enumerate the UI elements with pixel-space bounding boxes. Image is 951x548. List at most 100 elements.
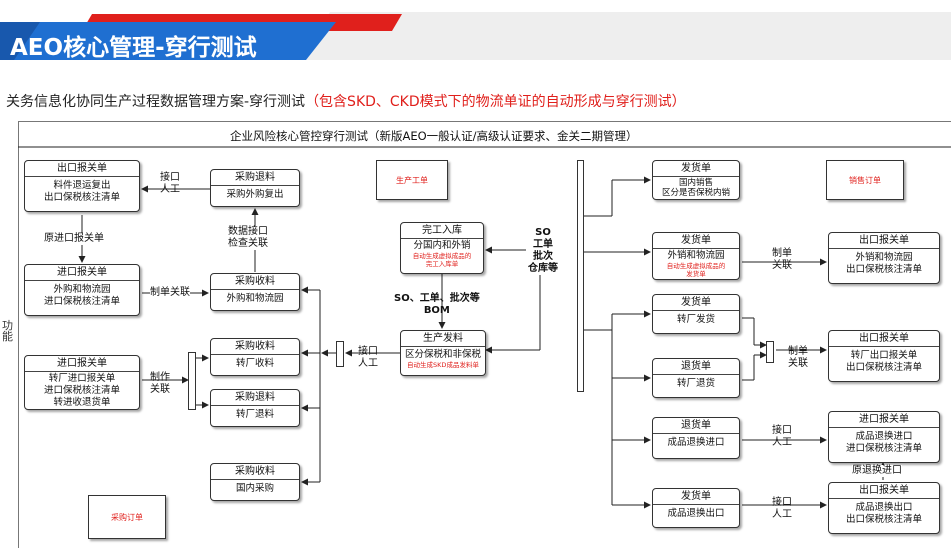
box-header: 出口报关单 bbox=[829, 483, 939, 499]
box-line: 成品退换出口 bbox=[855, 502, 913, 513]
label-line: 关联 bbox=[788, 358, 808, 369]
box-line: 国内销售 bbox=[678, 178, 713, 188]
box-red-line: 完工入库单 bbox=[425, 260, 459, 268]
label-data-interface: 数据接口检查关联 bbox=[228, 226, 268, 250]
purchase-return-box-2: 采购退料 转厂退料 bbox=[210, 389, 300, 427]
label-line: 制单 bbox=[788, 346, 808, 357]
box-line: 转进收退货单 bbox=[53, 397, 111, 408]
box-header: 发货单 bbox=[653, 161, 739, 177]
box-header: 采购退料 bbox=[211, 170, 299, 186]
label-line: 检查关联 bbox=[228, 238, 268, 249]
delivery-box-4: 发货单 成品退换出口 bbox=[652, 488, 740, 528]
box-line: 转厂退料 bbox=[235, 409, 274, 420]
label-line: 人工 bbox=[160, 184, 180, 195]
label-line: 接口 bbox=[772, 497, 792, 508]
box-header: 完工入库 bbox=[401, 223, 483, 239]
box-header: 进口报关单 bbox=[25, 265, 139, 281]
box-line: 进口保税核注清单 bbox=[845, 443, 922, 454]
label-make-link-3: 制单关联 bbox=[772, 248, 792, 272]
label-line: 人工 bbox=[358, 358, 378, 369]
diagram-frame bbox=[18, 121, 951, 548]
delivery-box-1: 发货单 国内销售区分是否保税内销 bbox=[652, 160, 740, 200]
label-line: 批次 bbox=[533, 251, 553, 262]
purchase-receipt-box-2: 采购收料 转厂收料 bbox=[210, 338, 300, 376]
box-red-line: 自动生成虚拟成品的 bbox=[412, 252, 472, 260]
box-line: 转厂进口报关单 bbox=[48, 373, 116, 384]
label-line: 制单 bbox=[772, 248, 792, 259]
purchase-return-box-1: 采购退料 采购外购复出 bbox=[210, 169, 300, 207]
box-line: 外销和物流园 bbox=[855, 252, 913, 263]
box-line: 转厂出口报关单 bbox=[850, 350, 918, 361]
bracket-bar-right bbox=[766, 341, 774, 363]
purchase-order-note: 采购订单 bbox=[88, 495, 166, 539]
label-line: 关联 bbox=[150, 384, 170, 395]
box-line: 出口保税核注清单 bbox=[845, 264, 922, 275]
label-line: SO bbox=[535, 227, 551, 238]
box-header: 出口报关单 bbox=[829, 233, 939, 249]
label-line: BOM bbox=[423, 305, 450, 316]
export-declaration-box-4: 出口报关单 成品退换出口出口保税核注清单 bbox=[828, 482, 940, 534]
box-line: 成品退换进口 bbox=[855, 431, 913, 442]
box-line: 转厂收料 bbox=[235, 358, 274, 369]
label-line: SO、工单、批次等 bbox=[394, 293, 480, 304]
production-order-note: 生产工单 bbox=[376, 160, 448, 200]
label-line: 数据接口 bbox=[228, 226, 268, 237]
banner-graphic bbox=[0, 0, 951, 60]
label-line: 接口 bbox=[358, 346, 378, 357]
box-header: 发货单 bbox=[653, 233, 739, 249]
label-line: 接口 bbox=[772, 425, 792, 436]
box-line: 转厂退货 bbox=[676, 378, 715, 389]
box-line: 出口保税核注清单 bbox=[845, 514, 922, 525]
box-line: 出口保税核注清单 bbox=[845, 362, 922, 373]
import-declaration-box-1: 进口报关单 外购和物流园进口保税核注清单 bbox=[24, 264, 140, 316]
purchase-receipt-box-1: 采购收料 外购和物流园 bbox=[210, 273, 300, 311]
label-make-link-2: 制作关联 bbox=[150, 372, 170, 396]
production-issue-box: 生产发料 区分保税和非保税自动生成SKD成品发料单 bbox=[400, 330, 486, 376]
box-header: 退货单 bbox=[653, 418, 739, 434]
box-red-line: 自动生成SKD成品发料单 bbox=[407, 361, 479, 369]
label-interface-manual-3: 接口人工 bbox=[772, 425, 792, 449]
note-text: 采购订单 bbox=[111, 513, 143, 522]
subtitle-paren: （包含SKD、CKD模式下的物流单证的自动形成与穿行测试） bbox=[305, 94, 686, 110]
box-line: 成品退换进口 bbox=[667, 437, 725, 448]
box-header: 出口报关单 bbox=[25, 161, 139, 177]
box-line: 分国内和外销 bbox=[413, 240, 471, 251]
import-declaration-box-3: 进口报关单 成品退换进口进口保税核注清单 bbox=[828, 411, 940, 463]
label-interface-manual-2: 接口人工 bbox=[358, 346, 378, 370]
label-line: 接口 bbox=[160, 172, 180, 183]
central-trunk-bar bbox=[577, 160, 584, 392]
box-red-line: 发货单 bbox=[686, 270, 706, 278]
box-line: 区分保税和非保税 bbox=[404, 349, 481, 360]
box-line: 外购和物流园 bbox=[226, 293, 284, 304]
box-header: 退货单 bbox=[653, 359, 739, 375]
delivery-box-3: 发货单 转厂发货 bbox=[652, 294, 740, 334]
label-original-return-import: 原退换进口 bbox=[852, 465, 902, 477]
side-label: 功能 bbox=[2, 319, 13, 343]
box-header: 发货单 bbox=[653, 295, 739, 311]
label-line: 仓库等 bbox=[528, 263, 558, 274]
bracket-bar-left bbox=[188, 352, 196, 410]
label-line: 制作 bbox=[150, 372, 170, 383]
header-banner: AEO核心管理-穿行测试 bbox=[0, 0, 951, 61]
subtitle-main: 关务信息化协同生产过程数据管理方案-穿行测试 bbox=[6, 94, 306, 110]
delivery-box-2: 发货单 外销和物流园自动生成虚拟成品的发货单 bbox=[652, 232, 740, 280]
label-interface-manual-4: 接口人工 bbox=[772, 497, 792, 521]
box-header: 出口报关单 bbox=[829, 331, 939, 347]
subtitle: 关务信息化协同生产过程数据管理方案-穿行测试（包含SKD、CKD模式下的物流单证… bbox=[6, 91, 686, 111]
note-text: 生产工单 bbox=[396, 176, 428, 185]
note-text: 销售订单 bbox=[849, 176, 881, 185]
box-line: 进口保税核注清单 bbox=[43, 296, 120, 307]
return-box-2: 退货单 成品退换进口 bbox=[652, 417, 740, 459]
label-make-link-4: 制单关联 bbox=[788, 346, 808, 370]
box-red-line: 自动生成虚拟成品的 bbox=[666, 262, 726, 270]
box-line: 采购外购复出 bbox=[226, 189, 284, 200]
box-line: 外购和物流园 bbox=[53, 284, 111, 295]
box-line: 料件退运复出 bbox=[53, 180, 111, 191]
box-header: 进口报关单 bbox=[829, 412, 939, 428]
box-header: 发货单 bbox=[653, 489, 739, 505]
box-header: 生产发料 bbox=[401, 331, 485, 347]
label-interface-manual-1: 接口人工 bbox=[160, 172, 180, 196]
frame-title: 企业风险核心管控穿行测试（新版AEO一般认证/高级认证要求、金关二期管理） bbox=[230, 129, 638, 143]
